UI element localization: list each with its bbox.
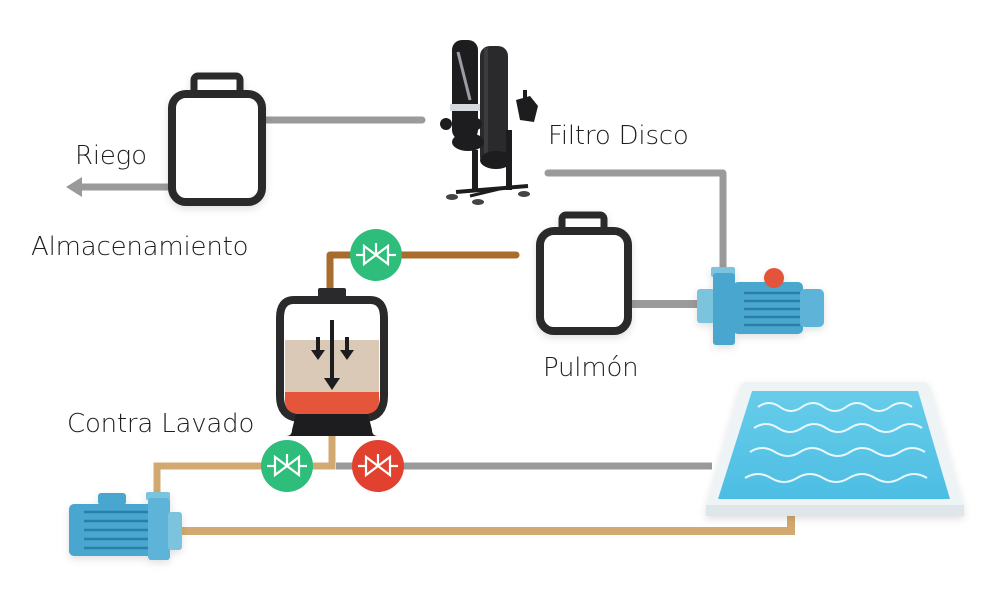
pipe-pump-to-pool (180, 512, 795, 535)
label-almacenamiento: Almacenamiento (31, 232, 249, 262)
down-flow-arrows-icon (311, 320, 354, 390)
disc-filter-icon[interactable] (440, 40, 538, 205)
label-contra-lavado: Contra Lavado (67, 409, 255, 439)
valve-top-open[interactable] (350, 229, 402, 281)
label-pulmon: Pulmón (543, 353, 639, 383)
label-riego: Riego (75, 141, 147, 171)
pump-status-indicator (764, 268, 784, 288)
sand-filter[interactable] (276, 288, 388, 436)
pipe-backwash-return (153, 434, 336, 494)
gravel-layer (285, 392, 379, 414)
main-pump[interactable] (697, 267, 824, 345)
pipe-sandfilter-to-pulmon (326, 251, 520, 297)
water-waves-icon (744, 402, 928, 483)
valve-symbol-icon (356, 243, 396, 267)
label-filtro-disco: Filtro Disco (548, 121, 689, 151)
pool[interactable] (706, 382, 964, 516)
pulmon-tank[interactable] (536, 211, 632, 335)
valve-symbol-icon (267, 454, 307, 478)
valve-drain-closed[interactable] (352, 440, 404, 492)
arrow-left-icon (66, 177, 82, 197)
valve-backwash-open[interactable] (261, 440, 313, 492)
backwash-pump[interactable] (69, 492, 182, 560)
pipe-riego-outflow (66, 177, 172, 197)
pipe-pump-to-filter (544, 169, 727, 272)
valve-symbol-icon (358, 454, 398, 478)
almacenamiento-tank[interactable] (168, 72, 266, 206)
